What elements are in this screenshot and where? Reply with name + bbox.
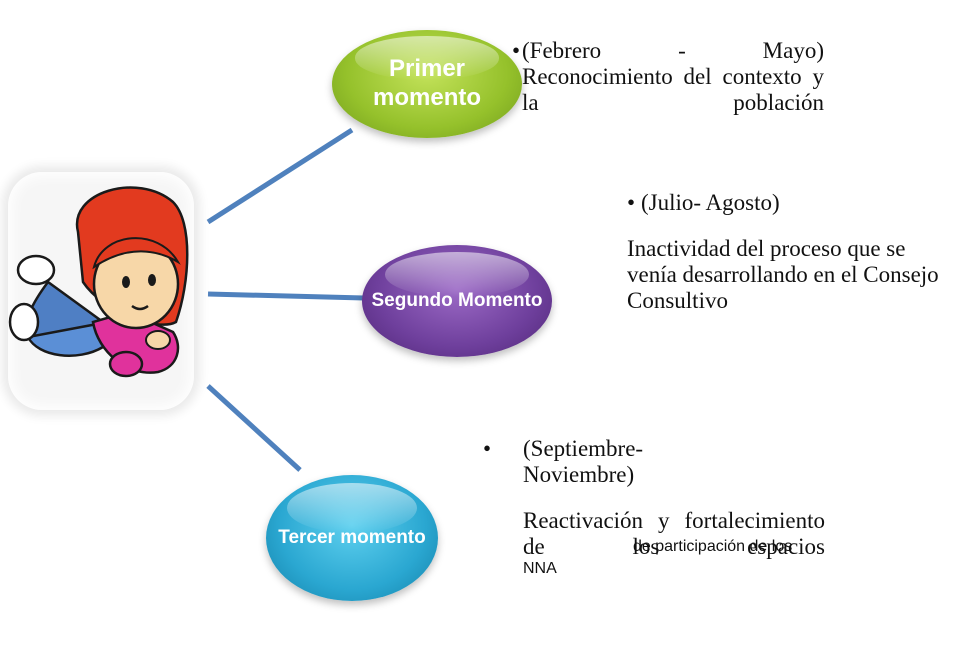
moment-2-text: Inactividad del proceso que se venía des… <box>627 236 939 313</box>
character-illustration <box>8 172 194 410</box>
moment-3-period: (Septiembre- Noviembre) <box>523 436 644 487</box>
moment-2-description: • (Julio- Agosto) Inactividad del proces… <box>627 190 959 314</box>
moment-3-description: • (Septiembre- Noviembre) Reactivación y… <box>483 436 825 580</box>
connector-line-1 <box>206 127 354 225</box>
node-label: Segundo Momento <box>371 289 543 311</box>
moment-3-text-main: Reactivación y fortalecimiento de los es… <box>523 508 825 559</box>
moment-2-period: (Julio- Agosto) <box>641 190 780 215</box>
node-label: Primer momento <box>373 55 481 111</box>
node-primer-momento: Primer momento <box>332 30 522 138</box>
moment-3-text-small: de participación de los NNA <box>523 538 793 577</box>
node-segundo-momento: Segundo Momento <box>362 245 552 357</box>
connector-line-3 <box>206 384 302 472</box>
bullet-dot-icon: • <box>512 38 521 63</box>
connector-line-2 <box>207 291 365 301</box>
moment-1-description: • (Febrero - Mayo) Reconocimiento del co… <box>512 38 824 116</box>
bullet-dot-icon: • <box>483 436 492 461</box>
moment-1-text: Reconocimiento del contexto y la poblaci… <box>522 64 824 115</box>
moment-1-period: (Febrero - Mayo) <box>522 38 824 63</box>
node-label: Tercer momento <box>278 526 426 548</box>
girl-flying-icon <box>8 186 189 378</box>
bullet-dot-icon: • <box>627 190 636 215</box>
node-tercer-momento: Tercer momento <box>266 475 438 601</box>
